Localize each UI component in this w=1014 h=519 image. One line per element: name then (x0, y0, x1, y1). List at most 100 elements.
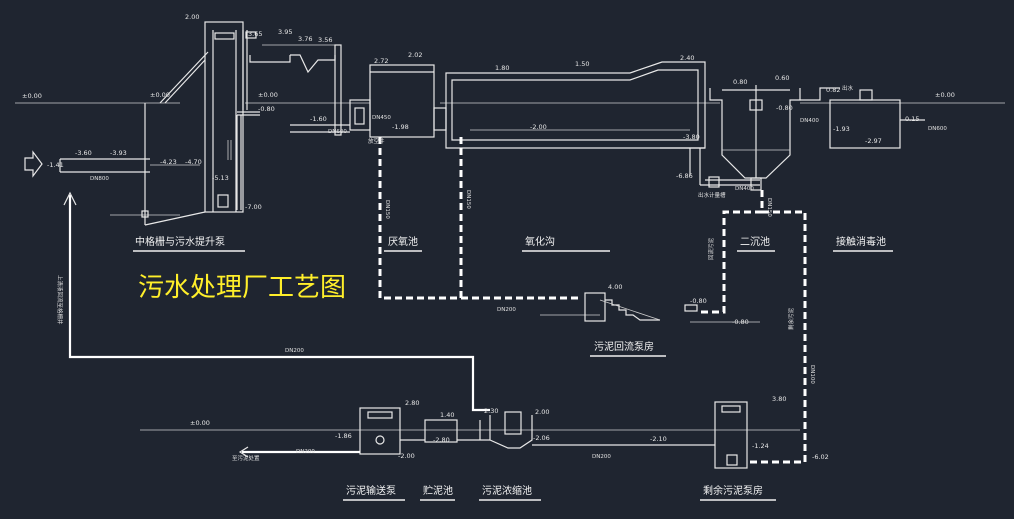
contact-disinfection-tank (800, 87, 925, 149)
label-oxidation: 氧化沟 (525, 235, 555, 248)
svg-text:DN400: DN400 (735, 186, 754, 192)
svg-text:-2.80: -2.80 (433, 436, 450, 444)
svg-text:3.80: 3.80 (772, 395, 786, 403)
label-clarifier: 二沉池 (740, 235, 770, 248)
svg-text:0.80: 0.80 (733, 78, 747, 86)
supernatant-return-line (63, 191, 490, 412)
svg-text:DN150: DN150 (384, 200, 390, 219)
svg-text:出水计量槽: 出水计量槽 (698, 191, 726, 199)
svg-text:1.80: 1.80 (495, 64, 509, 72)
svg-text:2.72: 2.72 (374, 57, 388, 65)
svg-text:-1.93: -1.93 (833, 125, 850, 133)
svg-text:上清液回流至格栅井: 上清液回流至格栅井 (56, 275, 64, 325)
svg-text:-6.02: -6.02 (812, 453, 829, 461)
svg-text:-6.86: -6.86 (676, 172, 693, 180)
label-grid: 中格栅与污水提升泵 (135, 235, 225, 248)
svg-text:3.56: 3.56 (318, 36, 332, 44)
svg-text:±0.00: ±0.00 (22, 92, 42, 100)
svg-text:-4.23: -4.23 (160, 158, 177, 166)
label-disinfect: 接触消毒池 (836, 235, 886, 248)
svg-text:DN150: DN150 (465, 190, 471, 209)
svg-text:DN200: DN200 (296, 449, 315, 455)
svg-text:-3.80: -3.80 (683, 133, 700, 141)
svg-text:0.15: 0.15 (905, 115, 919, 123)
svg-text:±0.00: ±0.00 (258, 91, 278, 99)
svg-text:1.40: 1.40 (440, 411, 454, 419)
sludge-storage-tank (400, 419, 458, 443)
svg-text:-3.60: -3.60 (75, 149, 92, 157)
label-excess-pump: 剩余污泥泵房 (703, 484, 763, 497)
svg-text:-0.80: -0.80 (690, 297, 707, 305)
svg-text:放空井: 放空井 (368, 137, 385, 145)
ditch-outlet-pipe (699, 148, 760, 188)
svg-text:2.30: 2.30 (484, 407, 498, 415)
svg-text:-2.10: -2.10 (650, 435, 667, 443)
svg-text:-0.80: -0.80 (732, 318, 749, 326)
rising-main (236, 30, 260, 210)
svg-text:-2.00: -2.00 (398, 452, 415, 460)
svg-text:DN800: DN800 (90, 176, 109, 182)
svg-text:3.76: 3.76 (298, 35, 312, 43)
return-pump-house (584, 292, 698, 322)
svg-text:DN450: DN450 (372, 115, 391, 121)
svg-text:-1.24: -1.24 (752, 442, 769, 450)
secondary-clarifier (709, 85, 801, 191)
svg-text:3.65: 3.65 (248, 30, 262, 38)
svg-text:±0.00: ±0.00 (190, 419, 210, 427)
inlet-pipe (59, 158, 150, 173)
diagram-title: 污水处理厂工艺图 (138, 273, 346, 303)
pipe-size-labels: DN800 DN600 DN450 DN150 DN150 DN200 DN20… (90, 115, 947, 460)
distribution-weir (249, 44, 342, 136)
label-storage: 贮泥池 (423, 484, 453, 497)
svg-text:-1.86: -1.86 (335, 432, 352, 440)
svg-text:DN150: DN150 (766, 198, 772, 217)
svg-text:2.02: 2.02 (408, 51, 422, 59)
svg-text:1.50: 1.50 (575, 60, 589, 68)
svg-text:-1.41: -1.41 (47, 161, 64, 169)
label-thickener: 污泥浓缩池 (482, 484, 532, 497)
label-transfer-pump: 污泥输送泵 (346, 484, 396, 497)
label-anoxic: 厌氧池 (388, 235, 418, 248)
svg-text:DN100: DN100 (809, 365, 815, 384)
svg-text:2.00: 2.00 (185, 13, 199, 21)
svg-text:DN600: DN600 (328, 129, 347, 135)
svg-text:剩余污泥: 剩余污泥 (787, 307, 795, 330)
svg-text:-2.97: -2.97 (865, 137, 882, 145)
svg-text:DN200: DN200 (285, 348, 304, 354)
svg-text:-2.00: -2.00 (530, 123, 547, 131)
svg-text:-5.13: -5.13 (212, 174, 229, 182)
svg-text:-0.80: -0.80 (258, 105, 275, 113)
ground-lines (15, 102, 1005, 431)
svg-text:-2.06: -2.06 (533, 434, 550, 442)
anoxic-tank (369, 64, 447, 138)
excess-pump-house (532, 401, 748, 469)
svg-text:3.95: 3.95 (278, 28, 292, 36)
svg-text:0.60: 0.60 (775, 74, 789, 82)
svg-text:0.82: 0.82 (826, 86, 840, 94)
svg-text:-7.00: -7.00 (245, 203, 262, 211)
oxidation-ditch (445, 61, 706, 175)
svg-text:-0.80: -0.80 (776, 104, 793, 112)
svg-text:出水: 出水 (842, 84, 854, 92)
flow-notes: 放空井 出水计量槽 回流污泥 剩余污泥 上清液回流至格栅井 至污泥处置 出水 (56, 84, 854, 462)
svg-text:DN400: DN400 (800, 118, 819, 124)
sludge-outflow-arrow-icon (238, 446, 360, 458)
svg-text:±0.00: ±0.00 (935, 91, 955, 99)
grid-and-pump-well (110, 21, 244, 226)
svg-text:DN600: DN600 (928, 126, 947, 132)
svg-text:2.80: 2.80 (405, 399, 419, 407)
svg-text:2.00: 2.00 (535, 408, 549, 416)
sludge-thickener (457, 411, 533, 449)
svg-text:DN200: DN200 (497, 307, 516, 313)
unit-labels: 中格栅与污水提升泵 厌氧池 氧化沟 二沉池 接触消毒池 污泥回流泵房 污泥输送泵… (133, 235, 893, 501)
sludge-transfer-pump-station (359, 407, 401, 455)
svg-text:-3.93: -3.93 (110, 149, 127, 157)
svg-text:-4.70: -4.70 (185, 158, 202, 166)
svg-text:2.40: 2.40 (680, 54, 694, 62)
sludge-return-lines (378, 137, 807, 464)
svg-text:回流污泥: 回流污泥 (707, 237, 715, 260)
inlet-arrow-icon (24, 150, 43, 178)
svg-text:4.00: 4.00 (608, 283, 622, 291)
svg-text:±0.00: ±0.00 (150, 91, 170, 99)
